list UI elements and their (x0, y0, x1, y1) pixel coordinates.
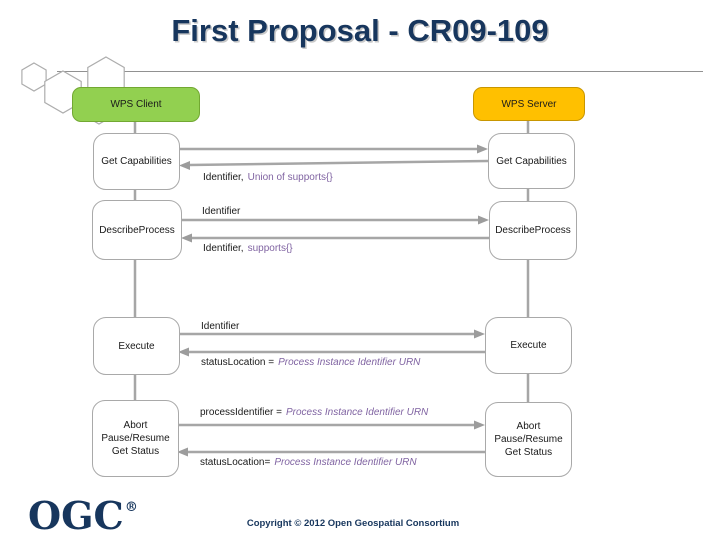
client-execute-box: Execute (93, 317, 180, 375)
arrow-abort-response (177, 447, 485, 457)
client-execute-label: Execute (118, 340, 155, 352)
abort-response-plain: statusLocation= (200, 457, 271, 468)
arrow-execute-response (178, 347, 485, 357)
message-describeprocess-request: Identifier (202, 206, 240, 218)
execute-response-purple: Process Instance Identifier URN (278, 357, 421, 368)
server-describeprocess-label: DescribeProcess (495, 225, 571, 236)
arrow-describeprocess-request (180, 215, 489, 225)
message-execute-request: Identifier (201, 321, 239, 333)
arrow-execute-request (178, 329, 485, 339)
server-getcapabilities-label: Get Capabilities (496, 155, 567, 167)
registered-mark-icon: ® (124, 500, 138, 515)
wps-server-label: WPS Server (501, 98, 557, 110)
abort-request-purple: Process Instance Identifier URN (286, 407, 429, 418)
client-abort-line1: Abort (123, 420, 148, 431)
copyright-footer: Copyright © 2012 Open Geospatial Consort… (246, 518, 460, 529)
message-execute-response: statusLocation =Process Instance Identif… (201, 357, 420, 369)
arrow-getcapabilities-request (178, 144, 488, 154)
wps-client-label: WPS Client (110, 99, 162, 110)
server-describeprocess-box: DescribeProcess (489, 201, 577, 260)
slide-title: First Proposal - CR09-109 (171, 13, 549, 48)
server-getcapabilities-box: Get Capabilities (488, 133, 575, 189)
getcap-response-plain: Identifier, (203, 172, 244, 183)
message-describeprocess-response: Identifier,supports{} (203, 243, 293, 255)
describe-response-purple: supports{} (247, 243, 293, 254)
server-abort-line3: Get Status (504, 447, 553, 458)
client-describeprocess-label: DescribeProcess (99, 224, 175, 236)
server-abort-line2: Pause/Resume (494, 434, 563, 445)
abort-request-plain: processIdentifier = (200, 407, 282, 418)
arrow-getcapabilities-response (179, 159, 489, 170)
message-getcapabilities-response: Identifier,Union of supports{} (203, 172, 333, 184)
client-describeprocess-box: DescribeProcess (92, 200, 182, 260)
server-execute-label: Execute (510, 340, 547, 351)
client-getcapabilities-box: Get Capabilities (93, 133, 180, 190)
describe-request-label: Identifier (202, 206, 241, 217)
client-abort-line2: Pause/Resume (101, 433, 170, 444)
execute-response-plain: statusLocation = (201, 357, 275, 368)
client-abort-line3: Get Status (111, 446, 160, 457)
client-abort-box: Abort Pause/Resume Get Status (92, 400, 179, 477)
server-abort-box: Abort Pause/Resume Get Status (485, 402, 572, 477)
getcap-response-purple: Union of supports{} (247, 172, 333, 183)
ogc-logo: OGC® (28, 488, 138, 536)
server-abort-line1: Abort (516, 421, 541, 432)
arrow-describeprocess-response (181, 233, 489, 243)
describe-response-plain: Identifier, (203, 243, 244, 254)
ogc-logo-text: OGC (28, 493, 124, 538)
abort-response-purple: Process Instance Identifier URN (274, 457, 417, 468)
header-divider-line (57, 71, 703, 72)
arrow-abort-request (177, 420, 485, 430)
execute-request-label: Identifier (201, 321, 240, 332)
wps-client-actor-box: WPS Client (72, 87, 200, 122)
client-getcapabilities-label: Get Capabilities (101, 156, 172, 167)
server-execute-box: Execute (485, 317, 572, 374)
wps-server-actor-box: WPS Server (473, 87, 585, 121)
message-abort-request: processIdentifier = Process Instance Iden… (200, 407, 428, 419)
message-abort-response: statusLocation=Process Instance Identifi… (200, 457, 417, 469)
